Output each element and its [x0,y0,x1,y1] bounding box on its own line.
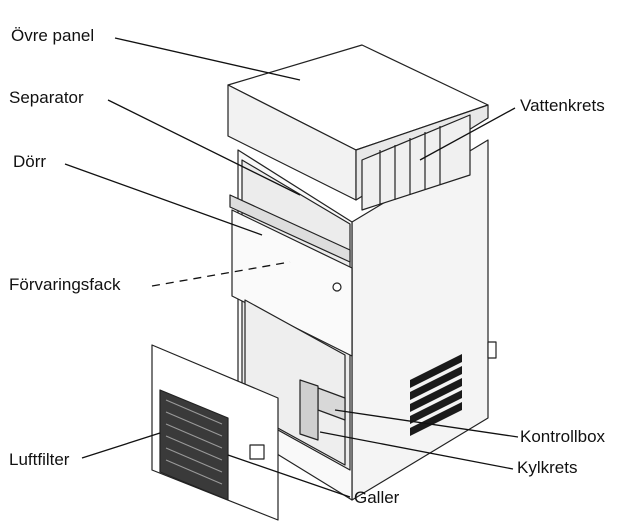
label-grille: Galler [354,488,400,507]
separator [229,194,351,263]
label-storage-compartment: Förvaringsfack [9,275,121,294]
label-door: Dörr [13,152,47,171]
door [231,209,353,357]
label-top-panel: Övre panel [11,26,95,45]
label-separator: Separator [9,88,84,107]
leader-control-box [334,409,519,438]
cooling-circuit [299,379,319,441]
label-control-box: Kontrollbox [520,427,606,446]
leader-door [64,163,263,236]
label-air-filter: Luftfilter [9,450,70,469]
leader-grille [227,454,351,498]
leader-cooling-circuit [319,431,514,470]
side-vent [410,354,462,436]
water-circuit [361,114,471,211]
label-cooling-circuit: Kylkrets [517,458,578,477]
leader-air-filter [81,432,161,459]
leader-separator [107,99,301,196]
grille [159,389,229,501]
leader-water-circuit [419,107,516,161]
leader-top-panel [114,37,301,81]
label-water-circuit: Vattenkrets [520,96,605,115]
leader-storage [151,261,291,287]
